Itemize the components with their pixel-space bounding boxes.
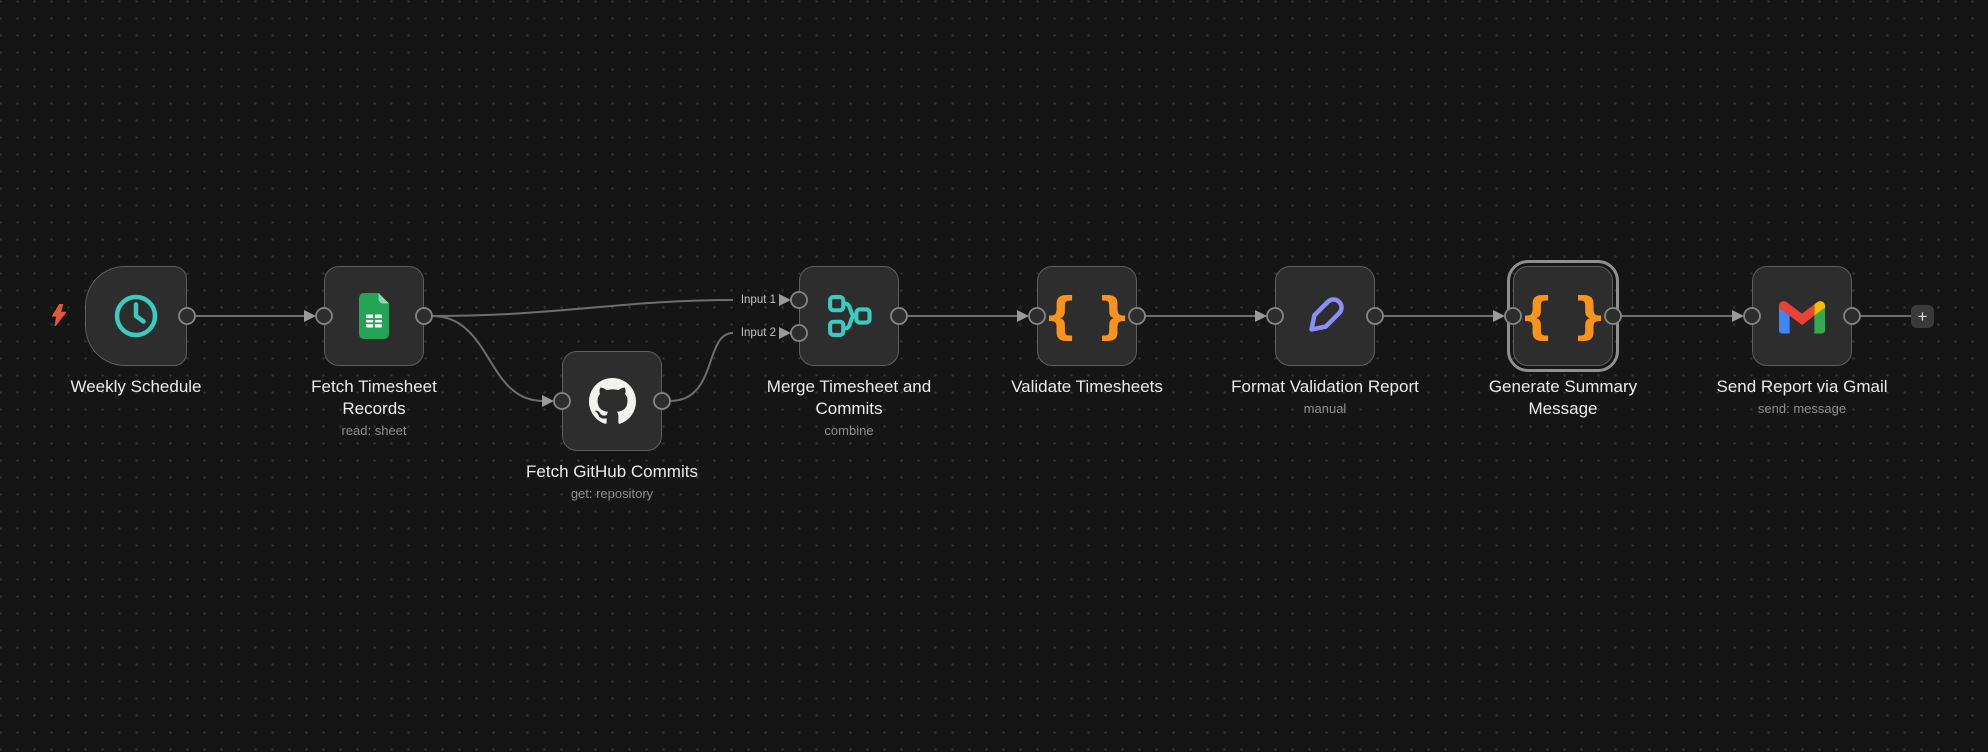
pencil-icon [1309,297,1344,332]
merge-input2-label: Input 2 [740,327,776,339]
connection-arrow [1732,310,1744,322]
node-fetch-timesheet-records[interactable] [324,266,424,366]
node-send-report-gmail[interactable] [1752,266,1852,366]
code-braces-icon: { } [1518,287,1608,345]
add-node-button[interactable]: + [1911,305,1934,328]
connection-arrow [304,310,316,322]
node-generate-summary-message[interactable]: { } [1507,260,1619,372]
connection-arrow [1255,310,1267,322]
connection-arrow [1493,310,1505,322]
node-label-validate: Validate Timesheets [1011,377,1163,396]
node-merge[interactable] [799,266,899,366]
node-label-weekly-schedule: Weekly Schedule [70,377,202,396]
code-braces-icon: { } [1042,287,1132,345]
connection-arrow [779,327,791,339]
node-label-fetch-timesheet: Fetch Timesheet Records read: sheet [311,377,437,438]
node-label-fetch-github: Fetch GitHub Commits get: repository [526,462,698,501]
gmail-icon [1779,301,1825,334]
merge-icon [828,295,872,337]
merge-input1-label: Input 1 [740,294,776,306]
clock-icon [114,294,158,338]
node-label-generate: Generate Summary Message [1488,377,1638,418]
connection-arrow [542,395,554,407]
node-format-validation-report[interactable] [1275,266,1375,366]
connection-arrow [1017,310,1029,322]
node-label-format: Format Validation Report manual [1231,377,1419,416]
node-weekly-schedule[interactable] [85,266,187,366]
github-icon [588,377,636,424]
google-sheets-icon [359,293,389,339]
node-label-gmail: Send Report via Gmail send: message [1716,377,1888,416]
trigger-bolt-icon [52,304,66,326]
node-label-merge: Merge Timesheet and Commits combine [766,377,932,438]
node-validate-timesheets[interactable]: { } [1037,266,1137,366]
node-fetch-github-commits[interactable] [562,351,662,451]
connection-arrow [779,294,791,306]
